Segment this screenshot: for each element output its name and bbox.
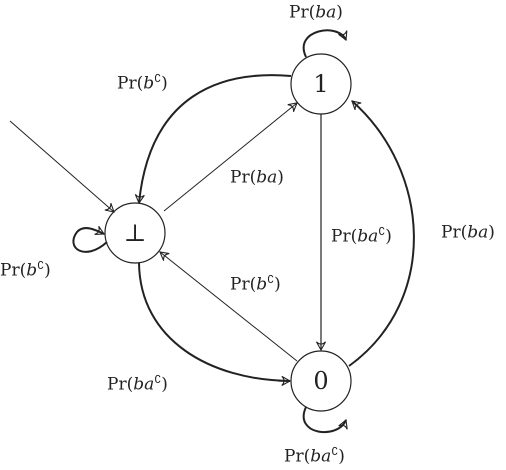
label-bottom-to-one: Pr(ba) — [230, 167, 284, 188]
label-zero-to-bottom: Pr(b∁) — [230, 273, 281, 295]
edge-bottom-to-one — [163, 102, 298, 212]
label-one-self: Pr(ba) — [289, 2, 343, 23]
edge-zero-self — [302, 406, 348, 434]
edge-zero-to-one — [348, 100, 415, 367]
state-bottom-label: ⊥ — [123, 219, 147, 247]
state-zero-label: 0 — [313, 367, 329, 395]
initial-arrow — [9, 120, 115, 213]
label-zero-to-one: Pr(ba) — [441, 222, 495, 243]
edge-one-self — [302, 29, 348, 58]
label-one-to-bottom: Pr(b∁) — [117, 72, 168, 94]
state-one-label: 1 — [313, 70, 329, 98]
label-zero-self: Pr(ba∁) — [284, 445, 345, 467]
label-one-to-zero: Pr(ba∁) — [331, 225, 392, 247]
edge-bottom-self — [72, 225, 108, 253]
label-bottom-self: Pr(b∁) — [0, 259, 51, 281]
edge-bottom-to-zero — [138, 262, 292, 386]
edge-zero-to-bottom — [159, 251, 298, 362]
label-bottom-to-zero: Pr(ba∁) — [107, 373, 168, 395]
edge-one-to-bottom — [134, 74, 292, 205]
